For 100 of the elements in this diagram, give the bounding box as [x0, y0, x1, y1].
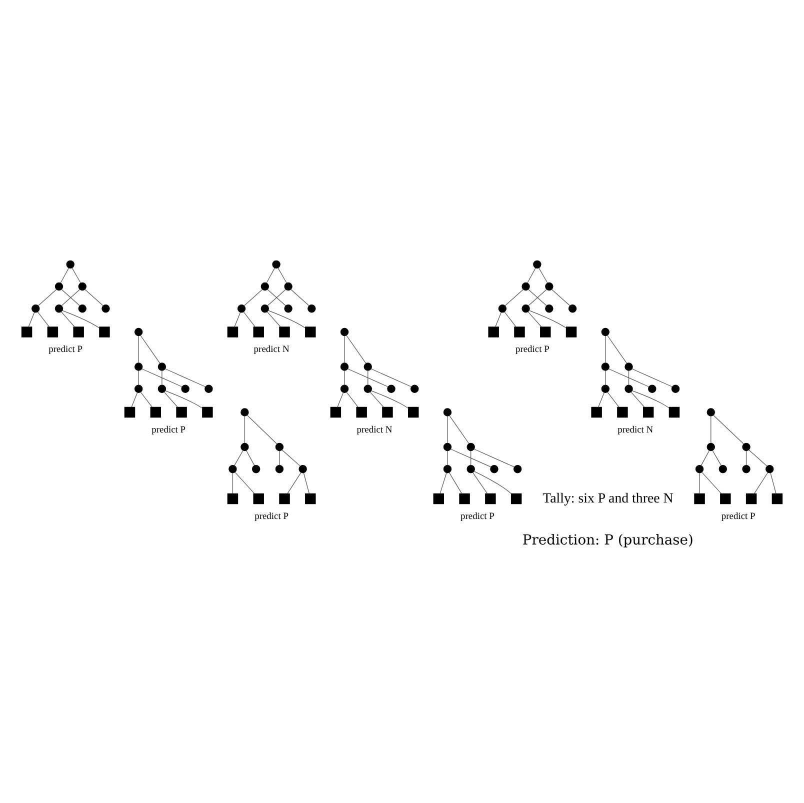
connector [138, 370, 139, 386]
connector [700, 450, 710, 466]
node-circle [134, 384, 143, 393]
node-box [408, 406, 419, 418]
connector [266, 268, 276, 284]
node-circle [54, 304, 64, 313]
connector [164, 392, 178, 408]
node-box [591, 406, 602, 418]
connector [632, 368, 672, 388]
node-circle [533, 260, 542, 269]
node-box [330, 406, 342, 418]
node-circle [204, 384, 213, 393]
connector [28, 312, 35, 328]
connector [279, 450, 280, 466]
node-circle [601, 328, 610, 336]
label: Tally: six P and three N [542, 491, 674, 506]
node-box [227, 326, 238, 338]
connector [528, 289, 547, 306]
connector [38, 289, 57, 306]
connector [495, 312, 502, 328]
node-box [253, 493, 264, 504]
node-circle [742, 442, 750, 452]
node-circle [298, 464, 307, 474]
connector [346, 392, 358, 408]
connector [474, 470, 512, 494]
connector [754, 472, 768, 494]
connector [551, 289, 570, 306]
connector [268, 310, 306, 328]
connector [234, 450, 244, 466]
node-box [99, 326, 110, 338]
connector [538, 268, 548, 284]
connector [234, 472, 255, 494]
connector [449, 415, 470, 444]
node-circle [443, 464, 452, 474]
node-circle [181, 384, 190, 393]
node-circle [308, 304, 316, 313]
connector [699, 472, 700, 494]
node-box [305, 326, 316, 338]
node-circle [32, 304, 40, 313]
node-circle [624, 384, 633, 393]
node-box [124, 406, 136, 418]
connector [72, 268, 81, 284]
node-circle [545, 304, 554, 313]
connector [244, 416, 246, 444]
node-circle [260, 282, 270, 291]
connector [60, 268, 70, 284]
connector [628, 370, 630, 386]
connector [303, 472, 310, 494]
label: Prediction: P (purchase) [522, 532, 694, 549]
connector [232, 472, 234, 494]
label: predict N [254, 345, 290, 356]
connector [140, 392, 152, 408]
node-circle [340, 384, 349, 393]
connector [165, 390, 203, 409]
node-box [566, 326, 577, 338]
connector [287, 472, 302, 494]
node-circle [102, 304, 110, 313]
node-circle [466, 442, 475, 452]
node-box [514, 326, 525, 338]
connector [244, 289, 263, 306]
node-circle [490, 464, 498, 474]
node-circle [134, 362, 143, 371]
label: predict P [460, 512, 494, 522]
connector [712, 450, 722, 466]
node-circle [275, 442, 284, 452]
node-box [279, 493, 290, 504]
connector [748, 450, 768, 466]
node-circle [284, 304, 292, 313]
connector [702, 472, 722, 494]
node-circle [364, 362, 372, 371]
connector [62, 310, 100, 328]
node-box [642, 406, 654, 418]
connector [607, 335, 628, 364]
node-box [617, 406, 628, 418]
node-circle [364, 384, 372, 393]
connector [472, 472, 488, 494]
node-box [202, 406, 213, 418]
connector [527, 268, 536, 284]
connector [37, 312, 50, 328]
connector [504, 312, 516, 328]
node-box [150, 406, 161, 418]
connector [337, 392, 344, 408]
connector [448, 472, 462, 494]
connector [470, 450, 472, 466]
node-box [21, 326, 32, 338]
node-circle [252, 464, 260, 474]
node-box [540, 326, 551, 338]
connector [138, 336, 139, 364]
node-circle [695, 464, 704, 474]
node-circle [443, 442, 452, 452]
node-circle [706, 408, 715, 416]
node-circle [522, 304, 530, 313]
node-box [279, 326, 290, 338]
connector [140, 335, 160, 364]
connector [440, 472, 447, 494]
connector [346, 335, 366, 364]
node-circle [260, 304, 270, 313]
connector [266, 312, 281, 328]
node-circle [671, 384, 680, 393]
node-box [73, 326, 84, 338]
